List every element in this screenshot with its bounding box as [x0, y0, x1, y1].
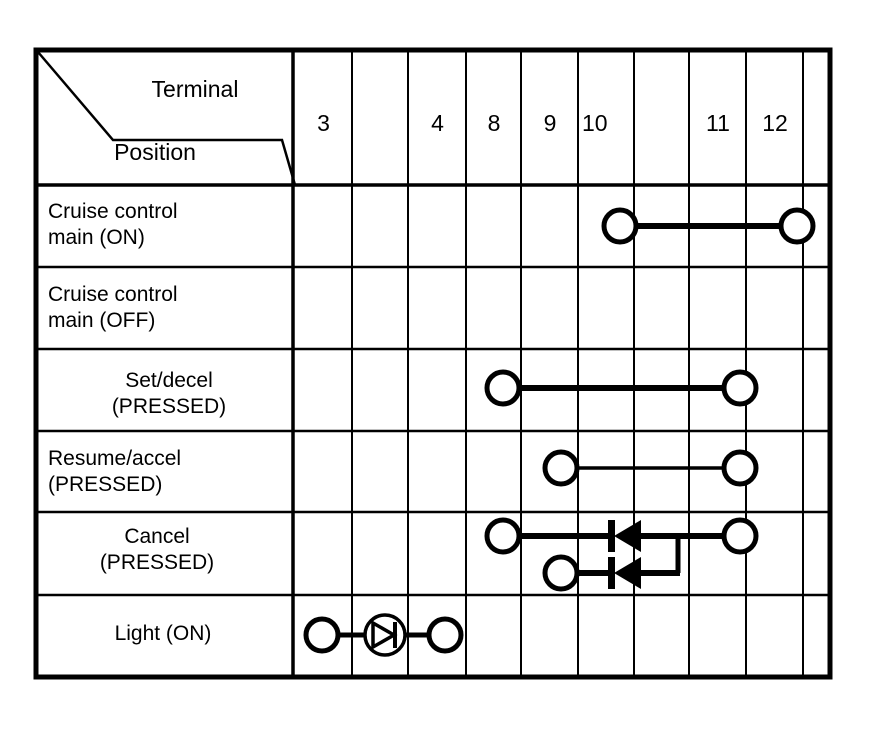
diode-triangle — [614, 557, 641, 589]
terminal-node-8 — [484, 517, 522, 555]
terminal-node-9 — [542, 554, 580, 592]
diode-triangle — [614, 520, 641, 552]
row-label-cruise-off-line1: Cruise control — [48, 283, 178, 306]
lamp-bar — [393, 622, 397, 648]
terminal-node-4 — [426, 616, 464, 654]
terminal-node-8 — [484, 369, 522, 407]
row-label-set-decel-line1: Set/decel — [125, 369, 213, 392]
row-label-resume-accel-line1: Resume/accel — [48, 447, 182, 470]
connection-row-cruise-on — [601, 207, 816, 245]
column-header-9: 9 — [543, 110, 557, 136]
column-header-11: 11 — [706, 110, 730, 136]
column-header-10: 10 — [582, 110, 608, 136]
diode-cathode-bar — [608, 520, 615, 552]
row-label-light-on-line1: Light (ON) — [114, 622, 212, 645]
header-terminal-label: Terminal — [151, 76, 239, 102]
row-label-cancel-line1: Cancel — [124, 525, 190, 548]
row-label-cruise-on-line2: main (ON) — [48, 226, 145, 249]
column-header-8: 8 — [487, 110, 501, 136]
terminal-node-12 — [778, 207, 816, 245]
connection-row-set-decel — [484, 369, 759, 407]
terminal-node-11 — [721, 369, 759, 407]
row-label-set-decel-line2: (PRESSED) — [111, 395, 227, 418]
header-diagonal-divider — [37, 51, 297, 186]
diode-icon-lower — [608, 557, 641, 589]
column-header-4: 4 — [431, 110, 444, 136]
column-header-3: 3 — [317, 110, 330, 136]
terminal-node-9 — [542, 449, 580, 487]
diode-cathode-bar — [608, 557, 615, 589]
indicator-lamp-icon — [363, 613, 407, 657]
row-label-resume-accel-line2: (PRESSED) — [48, 473, 163, 496]
header-position-label: Position — [114, 139, 196, 165]
lamp-triangle — [371, 619, 398, 651]
connection-row-light-on — [303, 613, 464, 657]
terminal-node-10 — [601, 207, 639, 245]
terminal-node-3 — [303, 616, 341, 654]
diode-icon-upper — [608, 520, 641, 552]
row-label-cruise-off-line2: main (OFF) — [48, 309, 156, 332]
terminal-node-11 — [721, 449, 759, 487]
connection-row-resume-accel — [542, 449, 759, 487]
column-header-12: 12 — [762, 110, 788, 136]
connection-row-cancel — [484, 517, 759, 592]
terminal-node-11 — [721, 517, 759, 555]
row-label-cancel-line2: (PRESSED) — [99, 551, 215, 574]
table-outer-border — [33, 47, 833, 680]
row-label-cruise-on-line1: Cruise control — [48, 200, 178, 223]
lamp-outline — [363, 613, 407, 657]
